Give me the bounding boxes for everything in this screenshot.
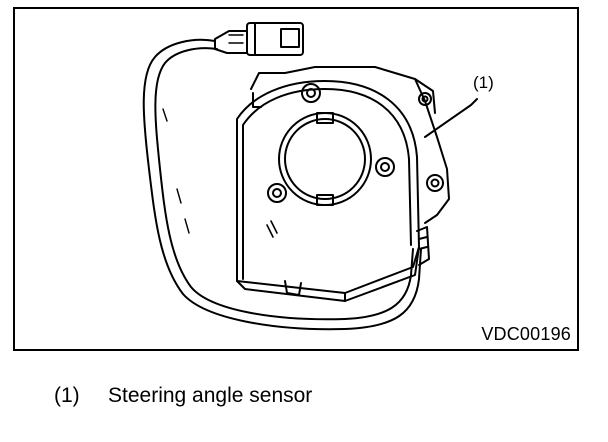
- sensor-bracket: [250, 66, 450, 224]
- callout-leader-line: [424, 98, 478, 138]
- steering-angle-sensor-illustration: [142, 22, 478, 331]
- legend-item-text: Steering angle sensor: [108, 384, 313, 407]
- sensor-body: [236, 80, 420, 302]
- legend-item-number: (1): [54, 384, 80, 407]
- side-tab: [416, 226, 430, 266]
- mounting-holes: [267, 83, 395, 203]
- figure-frame: (1) VDC00196: [13, 7, 579, 351]
- wire-harness: [142, 38, 422, 331]
- harness-connector: [214, 22, 304, 56]
- callout-label: (1): [473, 73, 494, 92]
- sensor-bore: [278, 112, 372, 206]
- figure-code: VDC00196: [481, 324, 571, 344]
- legend: (1) Steering angle sensor: [54, 384, 312, 408]
